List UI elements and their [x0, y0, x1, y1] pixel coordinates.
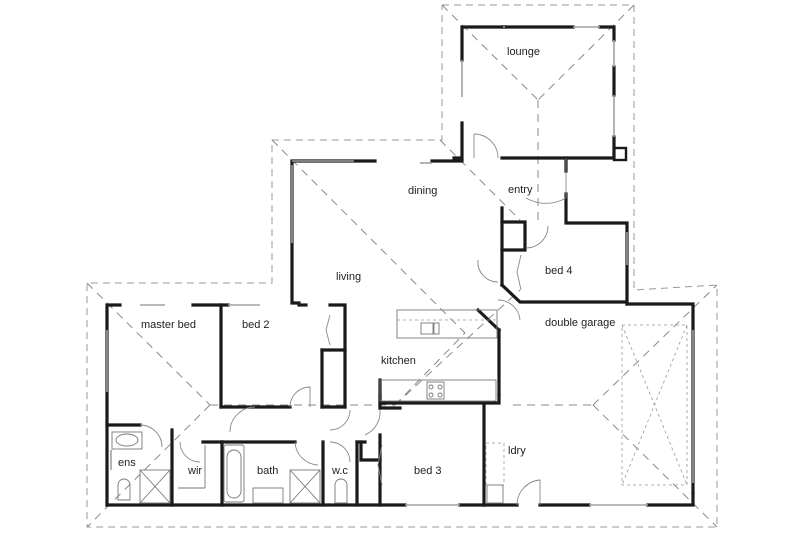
room-label-bath: bath	[257, 465, 278, 477]
door-swings	[139, 133, 567, 506]
room-label-ldry: ldry	[508, 445, 526, 457]
windows	[106, 26, 694, 506]
room-label-entry: entry	[508, 184, 533, 196]
room-label-dining: dining	[408, 185, 437, 197]
walls	[105, 25, 695, 507]
room-label-lounge: lounge	[507, 46, 540, 58]
room-label-wc: w.c	[331, 465, 348, 477]
fixtures	[111, 309, 688, 504]
roof-hip-lines	[86, 4, 718, 528]
room-label-kitchen: kitchen	[381, 355, 416, 367]
room-label-living: living	[336, 271, 361, 283]
room-label-bed4: bed 4	[545, 265, 573, 277]
room-label-double-garage: double garage	[545, 317, 615, 329]
room-labels: lounge dining entry living bed 4 master …	[118, 46, 615, 477]
room-label-wir: wir	[187, 465, 202, 477]
room-label-bed3: bed 3	[414, 465, 442, 477]
room-label-bed2: bed 2	[242, 319, 270, 331]
room-label-ens: ens	[118, 457, 136, 469]
room-label-master-bed: master bed	[141, 319, 196, 331]
